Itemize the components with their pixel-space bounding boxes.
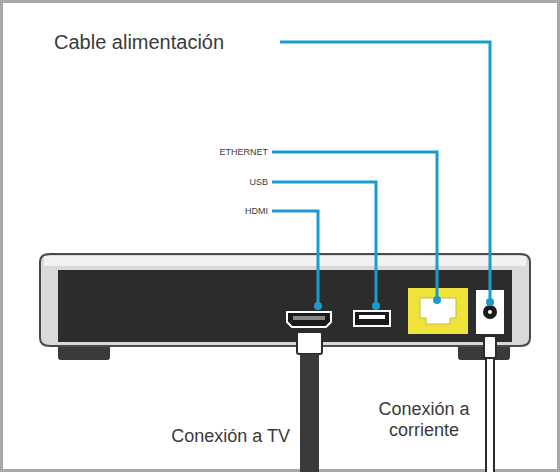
power-cable [486, 358, 494, 472]
leader-line [280, 42, 490, 302]
port-label: HDMI [245, 206, 268, 216]
leader-dot [486, 298, 494, 306]
connection-label: Conexión a corriente [369, 399, 479, 440]
power-pin [488, 310, 492, 314]
power-jack [483, 305, 497, 319]
leader-line [272, 182, 376, 306]
leader-lines [272, 42, 490, 306]
hdmi-pins [293, 316, 325, 320]
power-plug [484, 336, 496, 358]
hdmi-plug [297, 332, 322, 354]
hdmi-cable [300, 354, 319, 472]
leader-dot [372, 302, 380, 310]
port-label: USB [249, 177, 268, 187]
port-label: ETHERNET [219, 147, 268, 157]
usb-port [354, 311, 390, 326]
leader-dot [314, 302, 322, 310]
cable-label: Cable alimentación [54, 31, 224, 54]
connection-label: Conexión a TV [171, 426, 290, 447]
hdmi-port [287, 312, 331, 327]
rear-panel [58, 270, 512, 342]
leader-line [272, 211, 318, 306]
leader-dots [314, 296, 494, 310]
housing [40, 254, 530, 346]
usb-tongue [359, 315, 385, 319]
leader-line [272, 152, 437, 300]
housing-top [44, 256, 526, 266]
leader-dot [433, 296, 441, 304]
